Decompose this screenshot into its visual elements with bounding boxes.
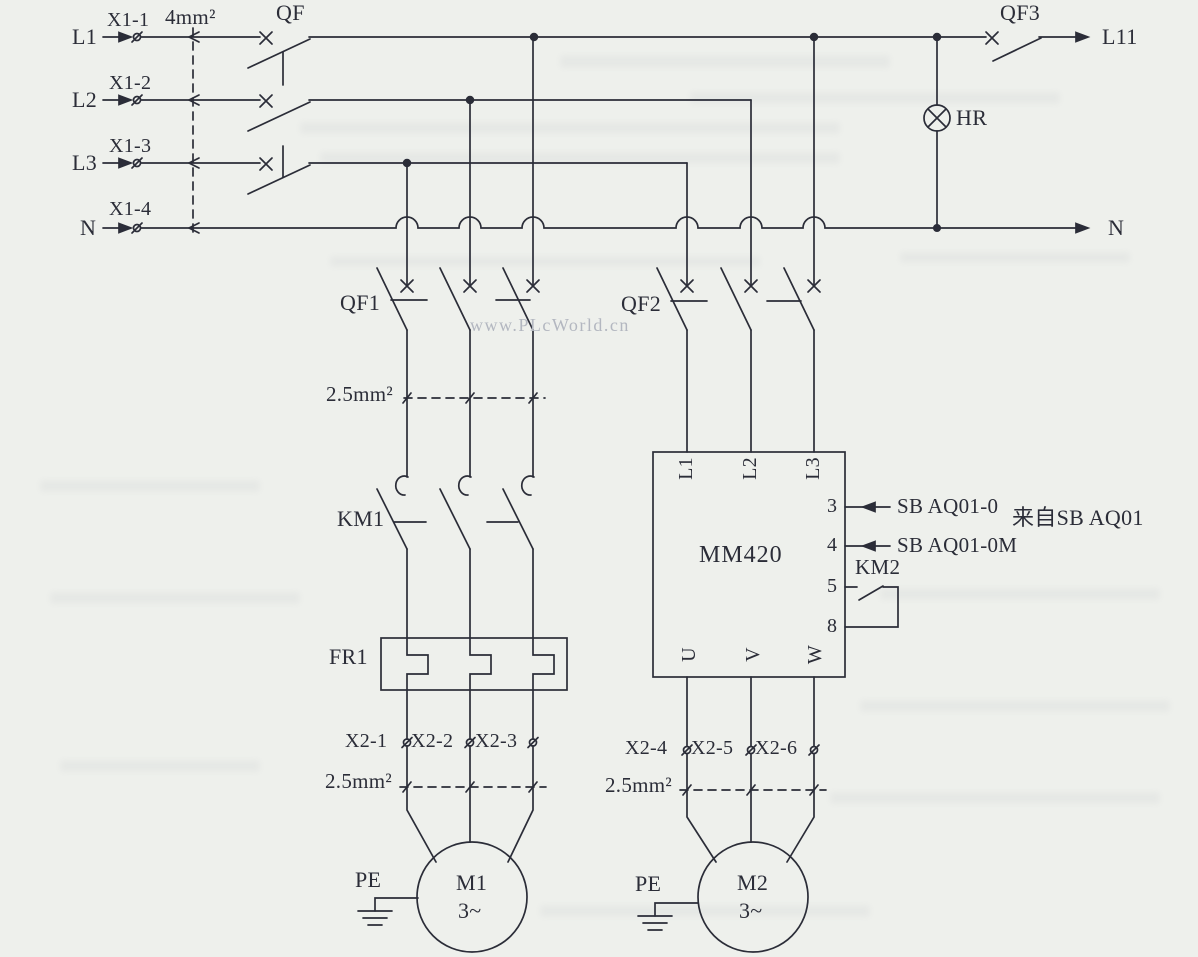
supply-label-n: N	[80, 215, 97, 240]
phase-buses	[140, 32, 1091, 234]
ground-icon	[637, 915, 673, 931]
output-label-l11: L11	[1102, 24, 1138, 49]
output-label-n: N	[1108, 215, 1125, 240]
inverter-output-u: U	[677, 647, 700, 662]
feeder-lines	[102, 27, 261, 237]
arrow-right-icon	[118, 222, 134, 234]
supply-label-l1: L1	[72, 24, 98, 49]
arrow-right-icon	[1075, 31, 1091, 43]
qf1-breaker-symbol	[376, 36, 540, 478]
supply-label-l3: L3	[72, 150, 98, 175]
mm420-inverter-box	[652, 451, 899, 678]
terminal-label-x1-3: X1-3	[109, 135, 152, 157]
inverter-model-label: MM420	[699, 542, 783, 568]
terminal-label-x2-1: X2-1	[345, 730, 388, 752]
terminal-label-x2-6: X2-6	[755, 737, 798, 759]
x2-left-terminals	[399, 736, 547, 863]
motor-label-m1: M1	[456, 870, 488, 895]
qf-breaker-symbol	[247, 31, 311, 195]
terminal-label-x1-1: X1-1	[107, 9, 150, 31]
inverter-terminal-4: 4	[827, 534, 838, 556]
terminal-label-x2-3: X2-3	[475, 730, 518, 752]
km2-contact-symbol	[844, 585, 899, 628]
breaker-label-qf2: QF2	[621, 291, 662, 316]
inverter-terminal-8: 8	[827, 615, 838, 637]
inverter-input-l1: L1	[674, 457, 697, 480]
motor-m1-symbol	[357, 841, 528, 953]
contactor-label-km2: KM2	[855, 555, 901, 579]
hr-lamp-branch	[923, 36, 951, 229]
relay-label-fr1: FR1	[329, 644, 368, 669]
breaker-label-qf3: QF3	[1000, 0, 1041, 25]
motor-phase-m1: 3~	[458, 898, 482, 923]
pe-label-m1: PE	[355, 867, 382, 892]
cable-label-25mm-m1: 2.5mm²	[325, 769, 393, 793]
x2-right-terminals	[679, 676, 827, 863]
pe-label-m2: PE	[635, 871, 662, 896]
terminal-label-x2-4: X2-4	[625, 737, 668, 759]
arrow-right-icon	[1075, 222, 1091, 234]
motor-label-m2: M2	[737, 870, 769, 895]
ground-icon	[357, 910, 393, 926]
breaker-label-qf1: QF1	[340, 290, 381, 315]
km1-contactor-symbol	[376, 475, 535, 550]
terminal-label-x1-4: X1-4	[109, 198, 152, 220]
cable-label-25mm-qf1: 2.5mm²	[326, 382, 394, 406]
inverter-input-l2: L2	[738, 457, 761, 480]
from-sb-aq01-note: 来自SB AQ01	[1012, 505, 1144, 530]
arrow-left-icon	[860, 501, 876, 513]
terminal-label-x2-2: X2-2	[411, 730, 454, 752]
cable-marker-4mm	[188, 27, 200, 237]
qf2-breaker-symbol	[656, 36, 821, 453]
qf3-breaker-symbol	[985, 31, 1091, 62]
breaker-label-qf: QF	[276, 0, 305, 25]
arrow-right-icon	[118, 157, 134, 169]
motor-phase-m2: 3~	[739, 898, 763, 923]
arrow-left-icon	[860, 540, 876, 552]
terminal-label-x2-5: X2-5	[691, 737, 734, 759]
supply-label-l2: L2	[72, 87, 98, 112]
inverter-input-l3: L3	[801, 457, 824, 480]
signal-label-sb-aq01-0m: SB AQ01-0M	[897, 533, 1018, 557]
inverter-terminal-3: 3	[827, 495, 838, 517]
inverter-terminal-5: 5	[827, 575, 838, 597]
n-bus	[140, 216, 1087, 229]
inverter-output-v: V	[741, 647, 764, 662]
contactor-label-km1: KM1	[337, 506, 385, 531]
terminal-label-x1-2: X1-2	[109, 72, 152, 94]
inverter-output-w: W	[804, 644, 827, 665]
cable-label-4mm: 4mm²	[165, 5, 216, 29]
arrow-right-icon	[118, 31, 134, 43]
signal-label-sb-aq01-0: SB AQ01-0	[897, 494, 999, 518]
cable-marker-25mm-qf1	[402, 392, 546, 404]
lamp-label-hr: HR	[956, 105, 988, 130]
cable-label-25mm-m2: 2.5mm²	[605, 773, 673, 797]
fr1-thermal-relay-symbol	[380, 548, 568, 740]
x1-terminal-symbols	[131, 31, 143, 234]
motor-m2-symbol	[637, 841, 809, 953]
watermark-text: www.PLcWorld.cn	[470, 315, 630, 335]
arrow-right-icon	[118, 94, 134, 106]
